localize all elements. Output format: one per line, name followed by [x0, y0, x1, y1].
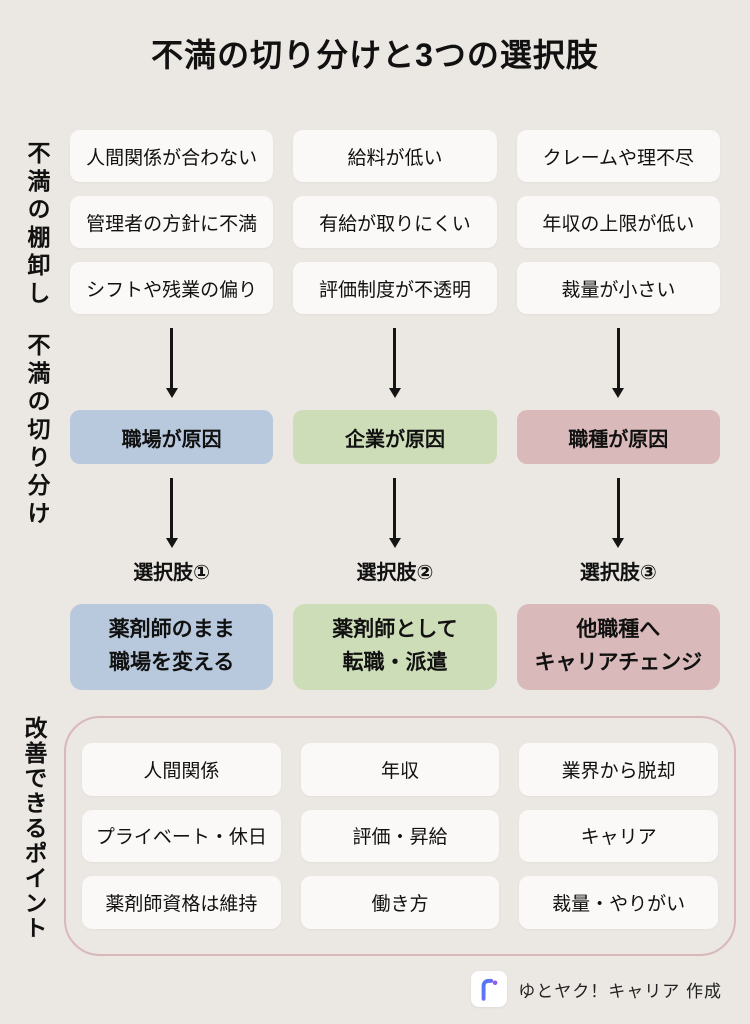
causes-row: 職場が原因 企業が原因 職種が原因 [70, 410, 720, 464]
improvement-card: 働き方 [300, 876, 500, 929]
improvement-card: 裁量・やりがい [519, 876, 718, 929]
complaint-card: 年収の上限が低い [516, 196, 720, 248]
complaint-card: 評価制度が不透明 [293, 262, 497, 314]
option-box-change-workplace: 薬剤師のまま 職場を変える [70, 604, 274, 690]
arrow-down-icon [70, 478, 273, 548]
arrow-down-icon [70, 328, 273, 398]
complaint-card: 給料が低い [293, 130, 497, 182]
option-box-job-change: 薬剤師として 転職・派遣 [293, 604, 497, 690]
footer-credit: ゆとヤク！キャリア 作成 [471, 971, 722, 1007]
cause-box-company: 企業が原因 [293, 410, 497, 464]
arrow-down-icon [517, 478, 720, 548]
option-label-1: 選択肢① [133, 562, 211, 584]
improvement-card: プライベート・休日 [82, 809, 281, 863]
improvement-card: 業界から脱却 [519, 743, 718, 796]
side-label-inventory: 不満の棚卸し [24, 141, 50, 309]
option-box-career-change: 他職種へ キャリアチェンジ [516, 604, 720, 690]
option-label-2: 選択肢② [356, 562, 434, 584]
credit-text: ゆとヤク！キャリア 作成 [518, 981, 722, 1001]
improvement-card: 人間関係 [82, 743, 281, 796]
improvement-card: キャリア [519, 809, 718, 863]
arrow-down-icon [293, 328, 496, 398]
arrows-to-causes [70, 328, 720, 398]
improvement-points-container: 人間関係 年収 業界から脱却 プライベート・休日 評価・昇給 キャリア 薬剤師資… [64, 716, 736, 956]
option-label-3: 選択肢③ [579, 562, 657, 584]
complaints-row-2: 管理者の方針に不満 有給が取りにくい 年収の上限が低い [70, 196, 720, 248]
side-label-improvement: 改善できるポイント [21, 716, 47, 941]
complaint-card: シフトや残業の偏り [70, 262, 274, 314]
improvement-card: 年収 [300, 743, 500, 796]
options-row: 薬剤師のまま 職場を変える 薬剤師として 転職・派遣 他職種へ キャリアチェンジ [70, 604, 720, 690]
option-text-line: 薬剤師として [332, 618, 458, 642]
option-text-line: 薬剤師のまま [108, 618, 235, 642]
side-label-sorting: 不満の切り分け [24, 333, 50, 529]
improvement-card: 評価・昇給 [300, 809, 500, 863]
option-labels-row: 選択肢① 選択肢② 選択肢③ [70, 556, 720, 585]
arrow-down-icon [517, 328, 720, 398]
yutoyaku-logo-icon [471, 971, 508, 1007]
complaints-row-1: 人間関係が合わない 給料が低い クレームや理不尽 [70, 130, 720, 182]
improvement-card: 薬剤師資格は維持 [82, 876, 281, 929]
cause-box-workplace: 職場が原因 [70, 410, 274, 464]
complaint-card: 人間関係が合わない [70, 130, 274, 182]
arrows-to-options [70, 478, 720, 548]
option-text-line: キャリアチェンジ [534, 651, 703, 674]
option-text-line: 職場を変える [108, 651, 235, 674]
complaint-card: 裁量が小さい [516, 262, 720, 314]
page-title: 不満の切り分けと3つの選択肢 [151, 37, 599, 73]
complaints-row-3: シフトや残業の偏り 評価制度が不透明 裁量が小さい [70, 262, 720, 314]
option-text-line: 他職種へ [576, 618, 661, 642]
cause-box-jobtype: 職種が原因 [516, 410, 720, 464]
arrow-down-icon [293, 478, 496, 548]
option-text-line: 転職・派遣 [342, 651, 448, 674]
complaint-card: クレームや理不尽 [516, 130, 720, 182]
complaint-card: 有給が取りにくい [293, 196, 497, 248]
complaint-card: 管理者の方針に不満 [70, 196, 274, 248]
